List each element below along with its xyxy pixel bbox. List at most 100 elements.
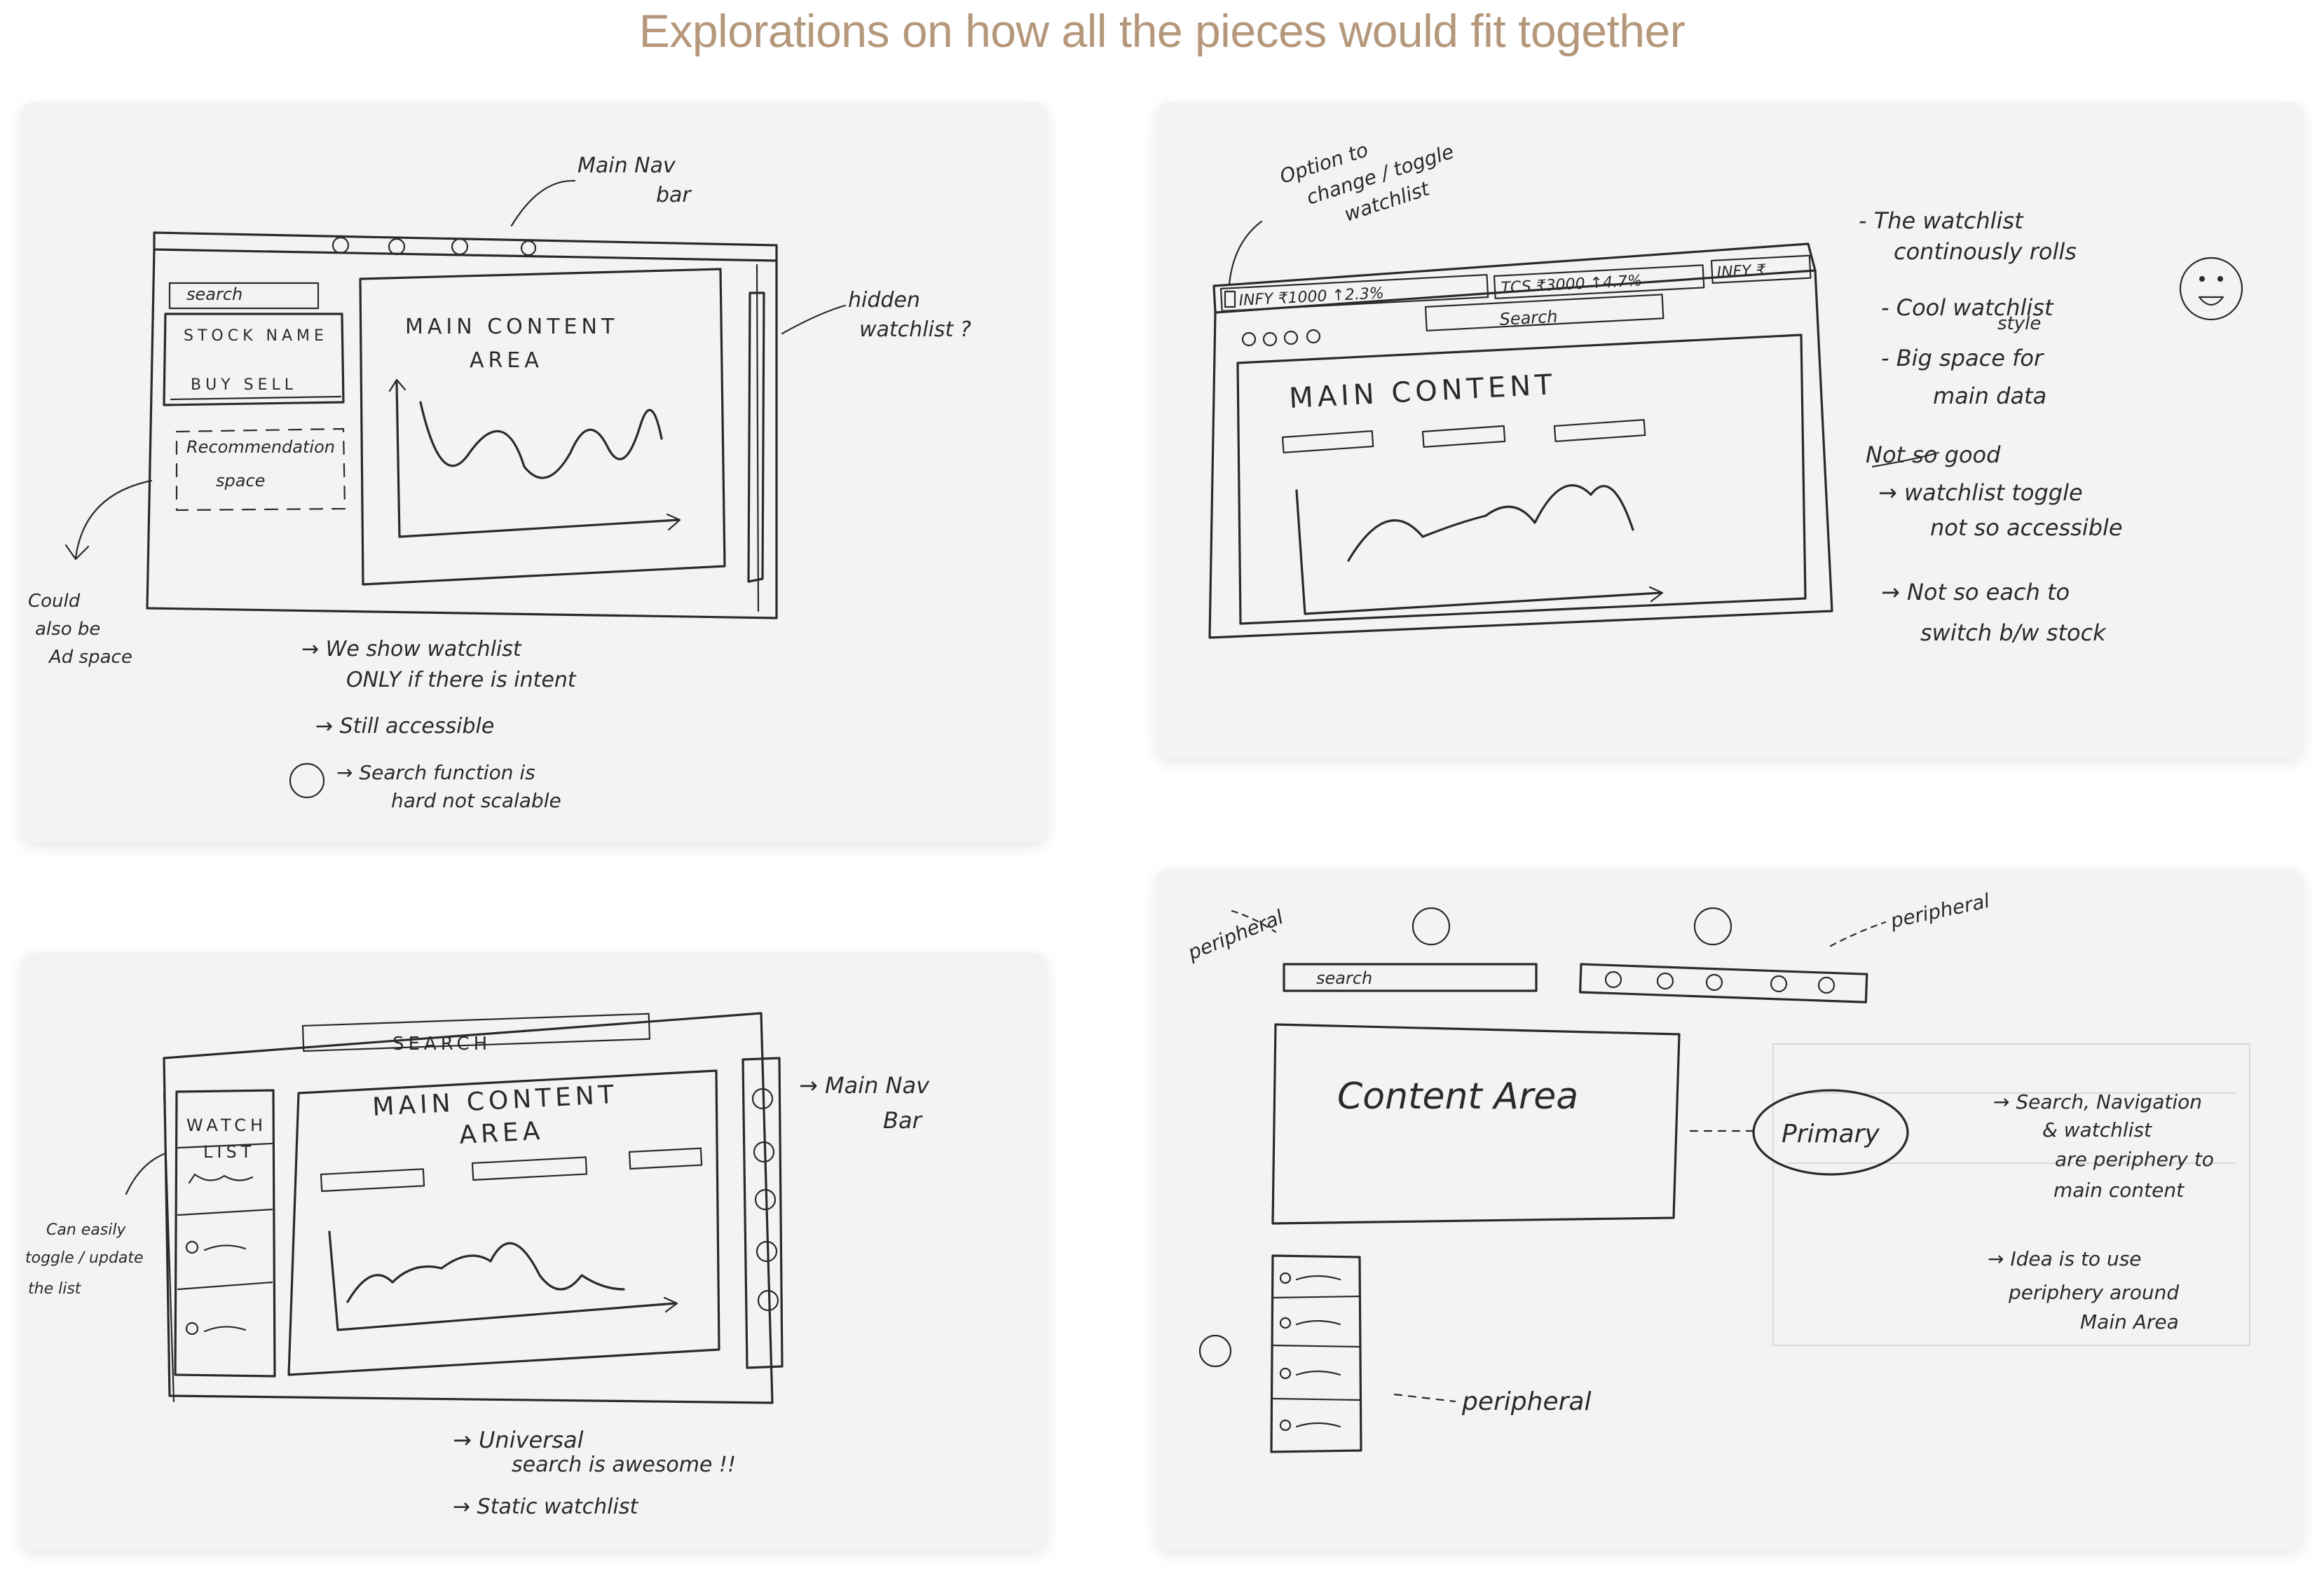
main-content-label: MAIN CONTENT — [1288, 369, 1557, 415]
note-2a: → Idea is to use — [1988, 1247, 2142, 1270]
hidden-note-1: hidden — [848, 288, 920, 313]
window-frame — [146, 248, 778, 619]
toggle-note-2: toggle / update — [25, 1249, 144, 1267]
search-label: search — [1316, 968, 1372, 988]
smiley-mouth — [2198, 296, 2224, 306]
marker-3-icon — [1693, 907, 1732, 946]
watchlist-divider-2 — [177, 1208, 273, 1216]
stat-box-3 — [1553, 418, 1646, 443]
smiley-eye-left — [2199, 276, 2205, 282]
peripheral-left-label: peripheral — [1184, 905, 1287, 965]
sketch-1-drawing: Main Nav bar search STOCK NAME BUY SELL … — [28, 153, 971, 812]
pro-2b: style — [1997, 313, 2041, 334]
note-1c: are periphery to — [2055, 1148, 2214, 1171]
chart-arrow-y — [388, 378, 406, 392]
marker-2-icon — [1412, 907, 1451, 946]
ticker-chip-2 — [1493, 264, 1705, 300]
peripheral-bottom-label: peripheral — [1461, 1387, 1591, 1416]
chart-arrow-x — [666, 513, 681, 531]
stock-box-underline — [170, 395, 342, 401]
stack-item-3 — [1279, 1367, 1341, 1380]
bleed-through-lines — [1772, 1043, 2250, 1346]
stat-box-1 — [320, 1168, 425, 1193]
nav-icon-5 — [1817, 976, 1836, 994]
sketch-card-rolling-watchlist: Option to change / toggle watchlist INFY… — [1156, 102, 2303, 758]
watchlist-label-2: LIST — [203, 1142, 255, 1162]
hidden-note-arrow — [781, 304, 847, 335]
nav-icon-4 — [1306, 329, 1321, 344]
watchlist-item-3 — [185, 1322, 247, 1336]
option-note-arrow — [1228, 220, 1263, 286]
chart-axes — [328, 1230, 677, 1331]
sketch-4-drawing: peripheral search peripheral Content Are… — [1184, 889, 2250, 1453]
nav-icon-3 — [754, 1188, 777, 1211]
main-nav-panel — [741, 1057, 784, 1369]
smiley-eye-right — [2217, 276, 2223, 282]
content-area-box — [1271, 1023, 1681, 1225]
stack-item-2 — [1279, 1317, 1341, 1329]
search-label: SEARCH — [392, 1034, 491, 1055]
chart-line — [419, 401, 663, 479]
buy-sell-label: BUY SELL — [191, 376, 297, 394]
nav-icon-4 — [1770, 975, 1788, 993]
toggle-icon — [1224, 290, 1236, 308]
search-bar — [1283, 963, 1538, 992]
note-1b: ONLY if there is intent — [346, 668, 577, 692]
toggle-note-3: the list — [28, 1280, 82, 1298]
chart-line — [346, 1242, 625, 1303]
nav-icon-5 — [757, 1289, 779, 1312]
nav-icon-1 — [331, 236, 350, 254]
con-heading-underline — [1871, 451, 1940, 468]
nav-icon-2 — [1656, 972, 1674, 990]
toggle-note-1: Can easily — [46, 1221, 126, 1239]
primary-bubble — [1752, 1089, 1909, 1176]
window-frame — [1208, 269, 1833, 639]
note-2b: periphery around — [2008, 1281, 2179, 1304]
recommendation-box — [175, 427, 346, 512]
stat-box-1 — [1281, 430, 1374, 454]
window-inner-left — [163, 1092, 175, 1403]
main-content-label-2: AREA — [458, 1117, 545, 1150]
ad-note-arrow — [74, 479, 153, 559]
note-1b: search is awesome !! — [512, 1453, 736, 1477]
primary-label: Primary — [1782, 1120, 1880, 1148]
nav-icon-3 — [451, 238, 469, 256]
con-1a: → watchlist toggle — [1878, 479, 2083, 506]
watchlist-stack — [1270, 1254, 1362, 1453]
stack-item-4 — [1279, 1419, 1341, 1432]
page-title: Explorations on how all the pieces would… — [638, 5, 1686, 57]
pro-3a: - Big space for — [1881, 345, 2044, 371]
pro-3b: main data — [1933, 383, 2046, 409]
nav-icon-2 — [1262, 331, 1278, 347]
stat-box-2 — [471, 1156, 588, 1181]
stat-box-2 — [1421, 425, 1506, 448]
ticker-chip-3 — [1710, 254, 1812, 284]
stock-box — [163, 313, 345, 406]
peripheral-right-label: peripheral — [1888, 889, 1992, 933]
sketch-3-drawing: SEARCH WATCH LIST MAIN CONTENT AREA → Ma… — [25, 1012, 930, 1519]
window-top-bar — [153, 231, 778, 262]
note-1a: → Search, Navigation — [1993, 1090, 2202, 1113]
nav-icon-1 — [1241, 331, 1257, 347]
sketch-card-hidden-watchlist: Main Nav bar search STOCK NAME BUY SELL … — [21, 102, 1047, 842]
search-label: search — [186, 284, 242, 304]
nav-note-1: Main Nav — [577, 153, 676, 178]
note-1a: → We show watchlist — [301, 637, 522, 661]
marker-4-icon — [1198, 1334, 1232, 1368]
recommendation-label-2: space — [216, 471, 265, 490]
search-bar — [301, 1013, 651, 1052]
window-right-edge — [756, 263, 760, 612]
nav-icon-2 — [388, 238, 406, 256]
nav-note-2: Bar — [883, 1107, 923, 1134]
stack-item-1 — [1279, 1272, 1341, 1284]
main-content-box — [1236, 334, 1807, 625]
con-2a: → Not so each to — [1881, 579, 2070, 605]
con-heading: Not so good — [1866, 441, 2001, 468]
watchlist-item-1 — [188, 1173, 254, 1184]
hidden-watchlist-panel — [747, 291, 765, 583]
note-1a: → Universal — [453, 1427, 584, 1453]
con-1b: not so accessible — [1930, 514, 2123, 541]
nav-icon-3 — [1705, 973, 1723, 992]
search-label: Search — [1499, 307, 1558, 329]
nav-bar — [1579, 963, 1868, 1003]
